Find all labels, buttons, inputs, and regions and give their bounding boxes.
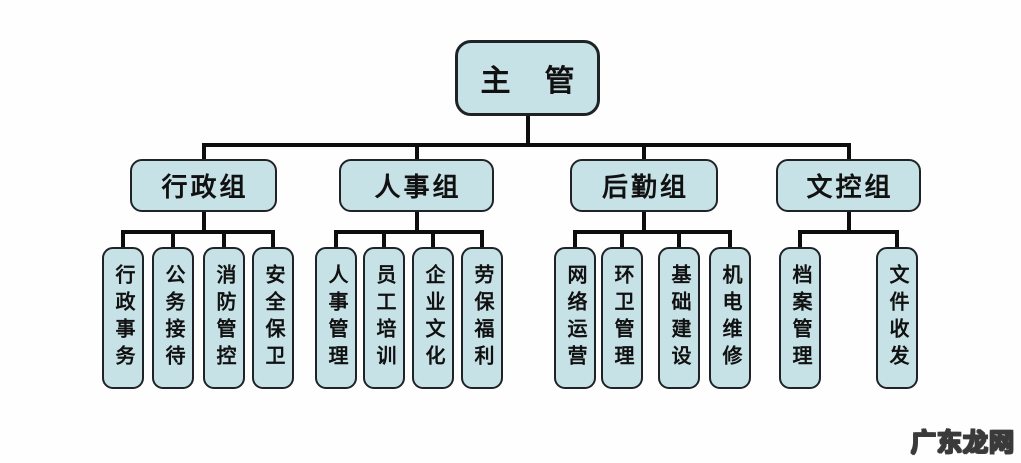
connector-line [847,208,851,234]
connector-line [573,230,732,234]
connector-line [334,230,338,250]
connector-line [642,143,646,161]
group-node-label: 行政组 [161,173,249,202]
leaf-node-label: 网络运营 [564,264,586,372]
leaf-node-label: 行政事务 [112,264,134,372]
connector-line [222,230,226,250]
connector-line [728,230,732,250]
leaf-node-label: 基础建设 [668,264,690,372]
connector-line [171,230,175,250]
connector-line [620,230,624,250]
connector-line [415,208,419,234]
leaf-node-label: 环卫管理 [611,264,633,372]
connector-line [431,230,435,250]
leaf-node-archive-management: 档案管理 [779,247,821,389]
connector-line [847,143,851,161]
leaf-node-admin-affairs: 行政事务 [102,247,144,389]
leaf-node-label: 劳保福利 [471,264,493,372]
leaf-node-network-operations: 网络运营 [554,247,596,389]
leaf-node-security-guard: 安全保卫 [252,247,294,389]
leaf-node-hr-management: 人事管理 [315,247,357,389]
connector-line [642,208,646,234]
connector-line [798,230,899,234]
connector-line [121,230,125,250]
connector-line [121,230,275,234]
connector-line [895,230,899,250]
connector-line [334,230,484,234]
group-node-label: 后勤组 [601,173,689,202]
connector-line [271,230,275,250]
group-node-hr: 人事组 [339,159,494,212]
leaf-node-official-reception: 公务接待 [152,247,194,389]
group-node-label: 人事组 [374,173,462,202]
root-node-supervisor: 主管 [455,40,600,116]
connector-line [202,208,206,234]
leaf-node-label: 安全保卫 [262,264,284,372]
leaf-node-document-dispatch: 文件收发 [876,247,918,389]
leaf-node-sanitation-management: 环卫管理 [601,247,643,389]
group-node-administration: 行政组 [130,159,277,212]
leaf-node-label: 公务接待 [162,264,184,372]
leaf-node-label: 人事管理 [325,264,347,372]
leaf-node-labor-welfare: 劳保福利 [461,247,503,389]
connector-line [526,112,530,147]
root-node-label: 主管 [480,65,609,98]
group-node-label: 文控组 [806,173,894,202]
watermark-text: 广东龙网 [910,428,1015,457]
connector-line [415,143,419,161]
leaf-node-infrastructure: 基础建设 [658,247,700,389]
leaf-node-label: 消防管控 [213,264,235,372]
leaf-node-label: 文件收发 [886,264,908,372]
connector-line [677,230,681,250]
leaf-node-label: 员工培训 [373,264,395,372]
connector-line [798,230,802,250]
leaf-node-label: 企业文化 [422,264,444,372]
leaf-node-label: 档案管理 [789,264,811,372]
leaf-node-electromechanical-repair: 机电维修 [709,247,751,389]
connector-line [202,143,851,147]
leaf-node-fire-control: 消防管控 [203,247,245,389]
group-node-logistics: 后勤组 [570,159,718,212]
group-node-document-control: 文控组 [776,159,921,212]
leaf-node-employee-training: 员工培训 [363,247,405,389]
connector-line [202,143,206,161]
leaf-node-label: 机电维修 [719,264,741,372]
connector-line [573,230,577,250]
connector-line [382,230,386,250]
connector-line [480,230,484,250]
leaf-node-corporate-culture: 企业文化 [412,247,454,389]
